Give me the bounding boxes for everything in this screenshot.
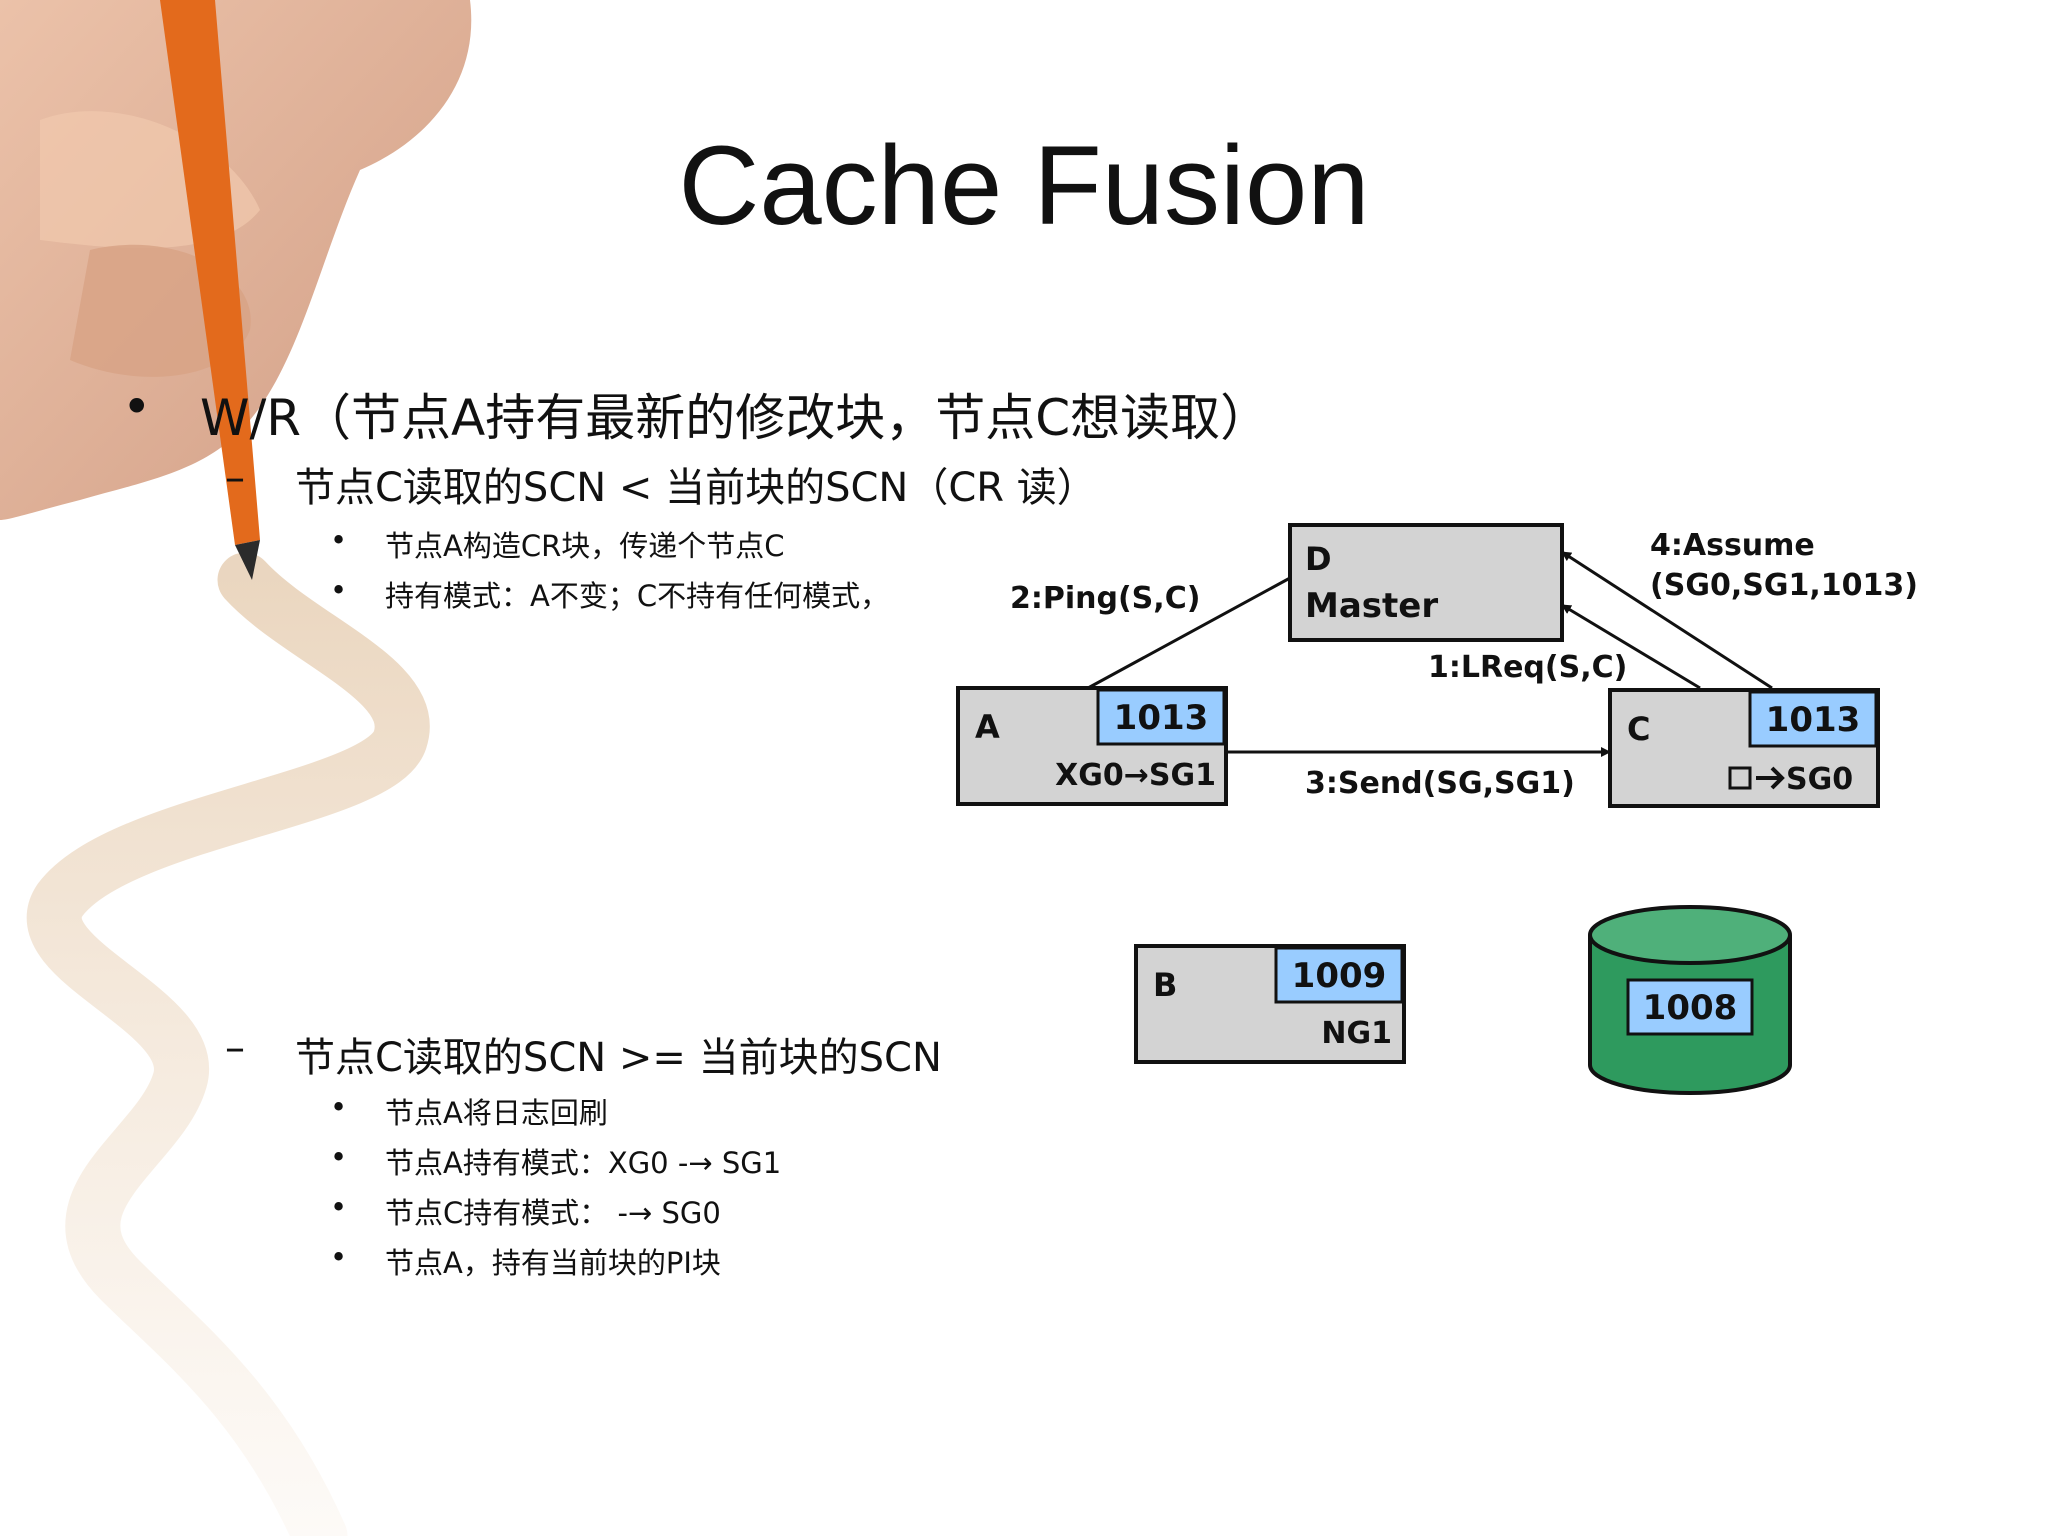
- bullet-dot: •: [330, 1090, 348, 1124]
- bullet-dot: •: [330, 1240, 348, 1274]
- msg-ping: 2:Ping(S,C): [1010, 581, 1200, 616]
- node-c-scn: 1013: [1766, 700, 1861, 740]
- node-a-mode: XG0→SG1: [1055, 758, 1216, 793]
- arrow-right-icon: [1756, 766, 1785, 790]
- node-c-mode: SG0: [1786, 762, 1853, 797]
- node-b-letter: B: [1153, 966, 1177, 1004]
- sub2-item: 节点A将日志回刷: [385, 1096, 608, 1130]
- bullet-dot: •: [330, 523, 348, 557]
- node-b-scn: 1009: [1292, 956, 1387, 996]
- sub-bullet-current-read: 节点C读取的SCN >= 当前块的SCN: [295, 1035, 942, 1081]
- dash-marker: –: [225, 1025, 245, 1071]
- bullet-dot: •: [330, 1140, 348, 1174]
- disk-top: [1588, 905, 1792, 965]
- node-a-letter: A: [975, 708, 1000, 746]
- msg-send: 3:Send(SG,SG1): [1305, 766, 1575, 801]
- bullet-dot: •: [330, 573, 348, 607]
- sub1-item: 持有模式：A不变；C不持有任何模式，: [385, 579, 890, 613]
- lreq-line: [1561, 603, 1701, 690]
- sub2-item: 节点A持有模式：XG0 -→ SG1: [385, 1146, 782, 1180]
- node-a-scn-box: [1096, 688, 1226, 746]
- disk-scn-box: [1626, 978, 1754, 1036]
- node-a-scn: 1013: [1114, 698, 1209, 738]
- empty-mode-icon: [1728, 766, 1752, 790]
- dash-marker: –: [225, 455, 245, 501]
- ping-line: [1087, 576, 1291, 690]
- node-c-letter: C: [1627, 710, 1650, 748]
- node-b-scn-box: [1274, 946, 1404, 1004]
- pencil-body: [160, 0, 260, 545]
- bullet-dot: •: [122, 378, 152, 436]
- sub2-item: 节点A，持有当前块的PI块: [385, 1246, 721, 1280]
- master-block: [1288, 523, 1564, 642]
- assume-line: [1561, 550, 1773, 690]
- sub1-item: 节点A构造CR块，传递个节点C: [385, 529, 785, 563]
- msg-assume-1: 4:Assume: [1650, 528, 1815, 563]
- sub-bullet-cr-read: 节点C读取的SCN < 当前块的SCN（CR 读）: [295, 465, 1097, 511]
- master-letter: D: [1305, 540, 1332, 578]
- pencil-stroke: [26, 552, 430, 1536]
- master-label: Master: [1305, 586, 1438, 626]
- main-bullet: W/R（节点A持有最新的修改块，节点C想读取）: [200, 389, 1271, 447]
- msg-assume-2: (SG0,SG1,1013): [1650, 568, 1918, 603]
- node-b-mode: NG1: [1321, 1016, 1392, 1051]
- pencil-tip: [235, 540, 260, 580]
- sub2-item: 节点C持有模式： -→ SG0: [385, 1196, 721, 1230]
- page-title: Cache Fusion: [678, 123, 1370, 248]
- bullet-dot: •: [330, 1190, 348, 1224]
- disk-scn: 1008: [1643, 988, 1738, 1028]
- node-c-scn-box: [1748, 690, 1878, 748]
- msg-lreq: 1:LReq(S,C): [1428, 650, 1627, 685]
